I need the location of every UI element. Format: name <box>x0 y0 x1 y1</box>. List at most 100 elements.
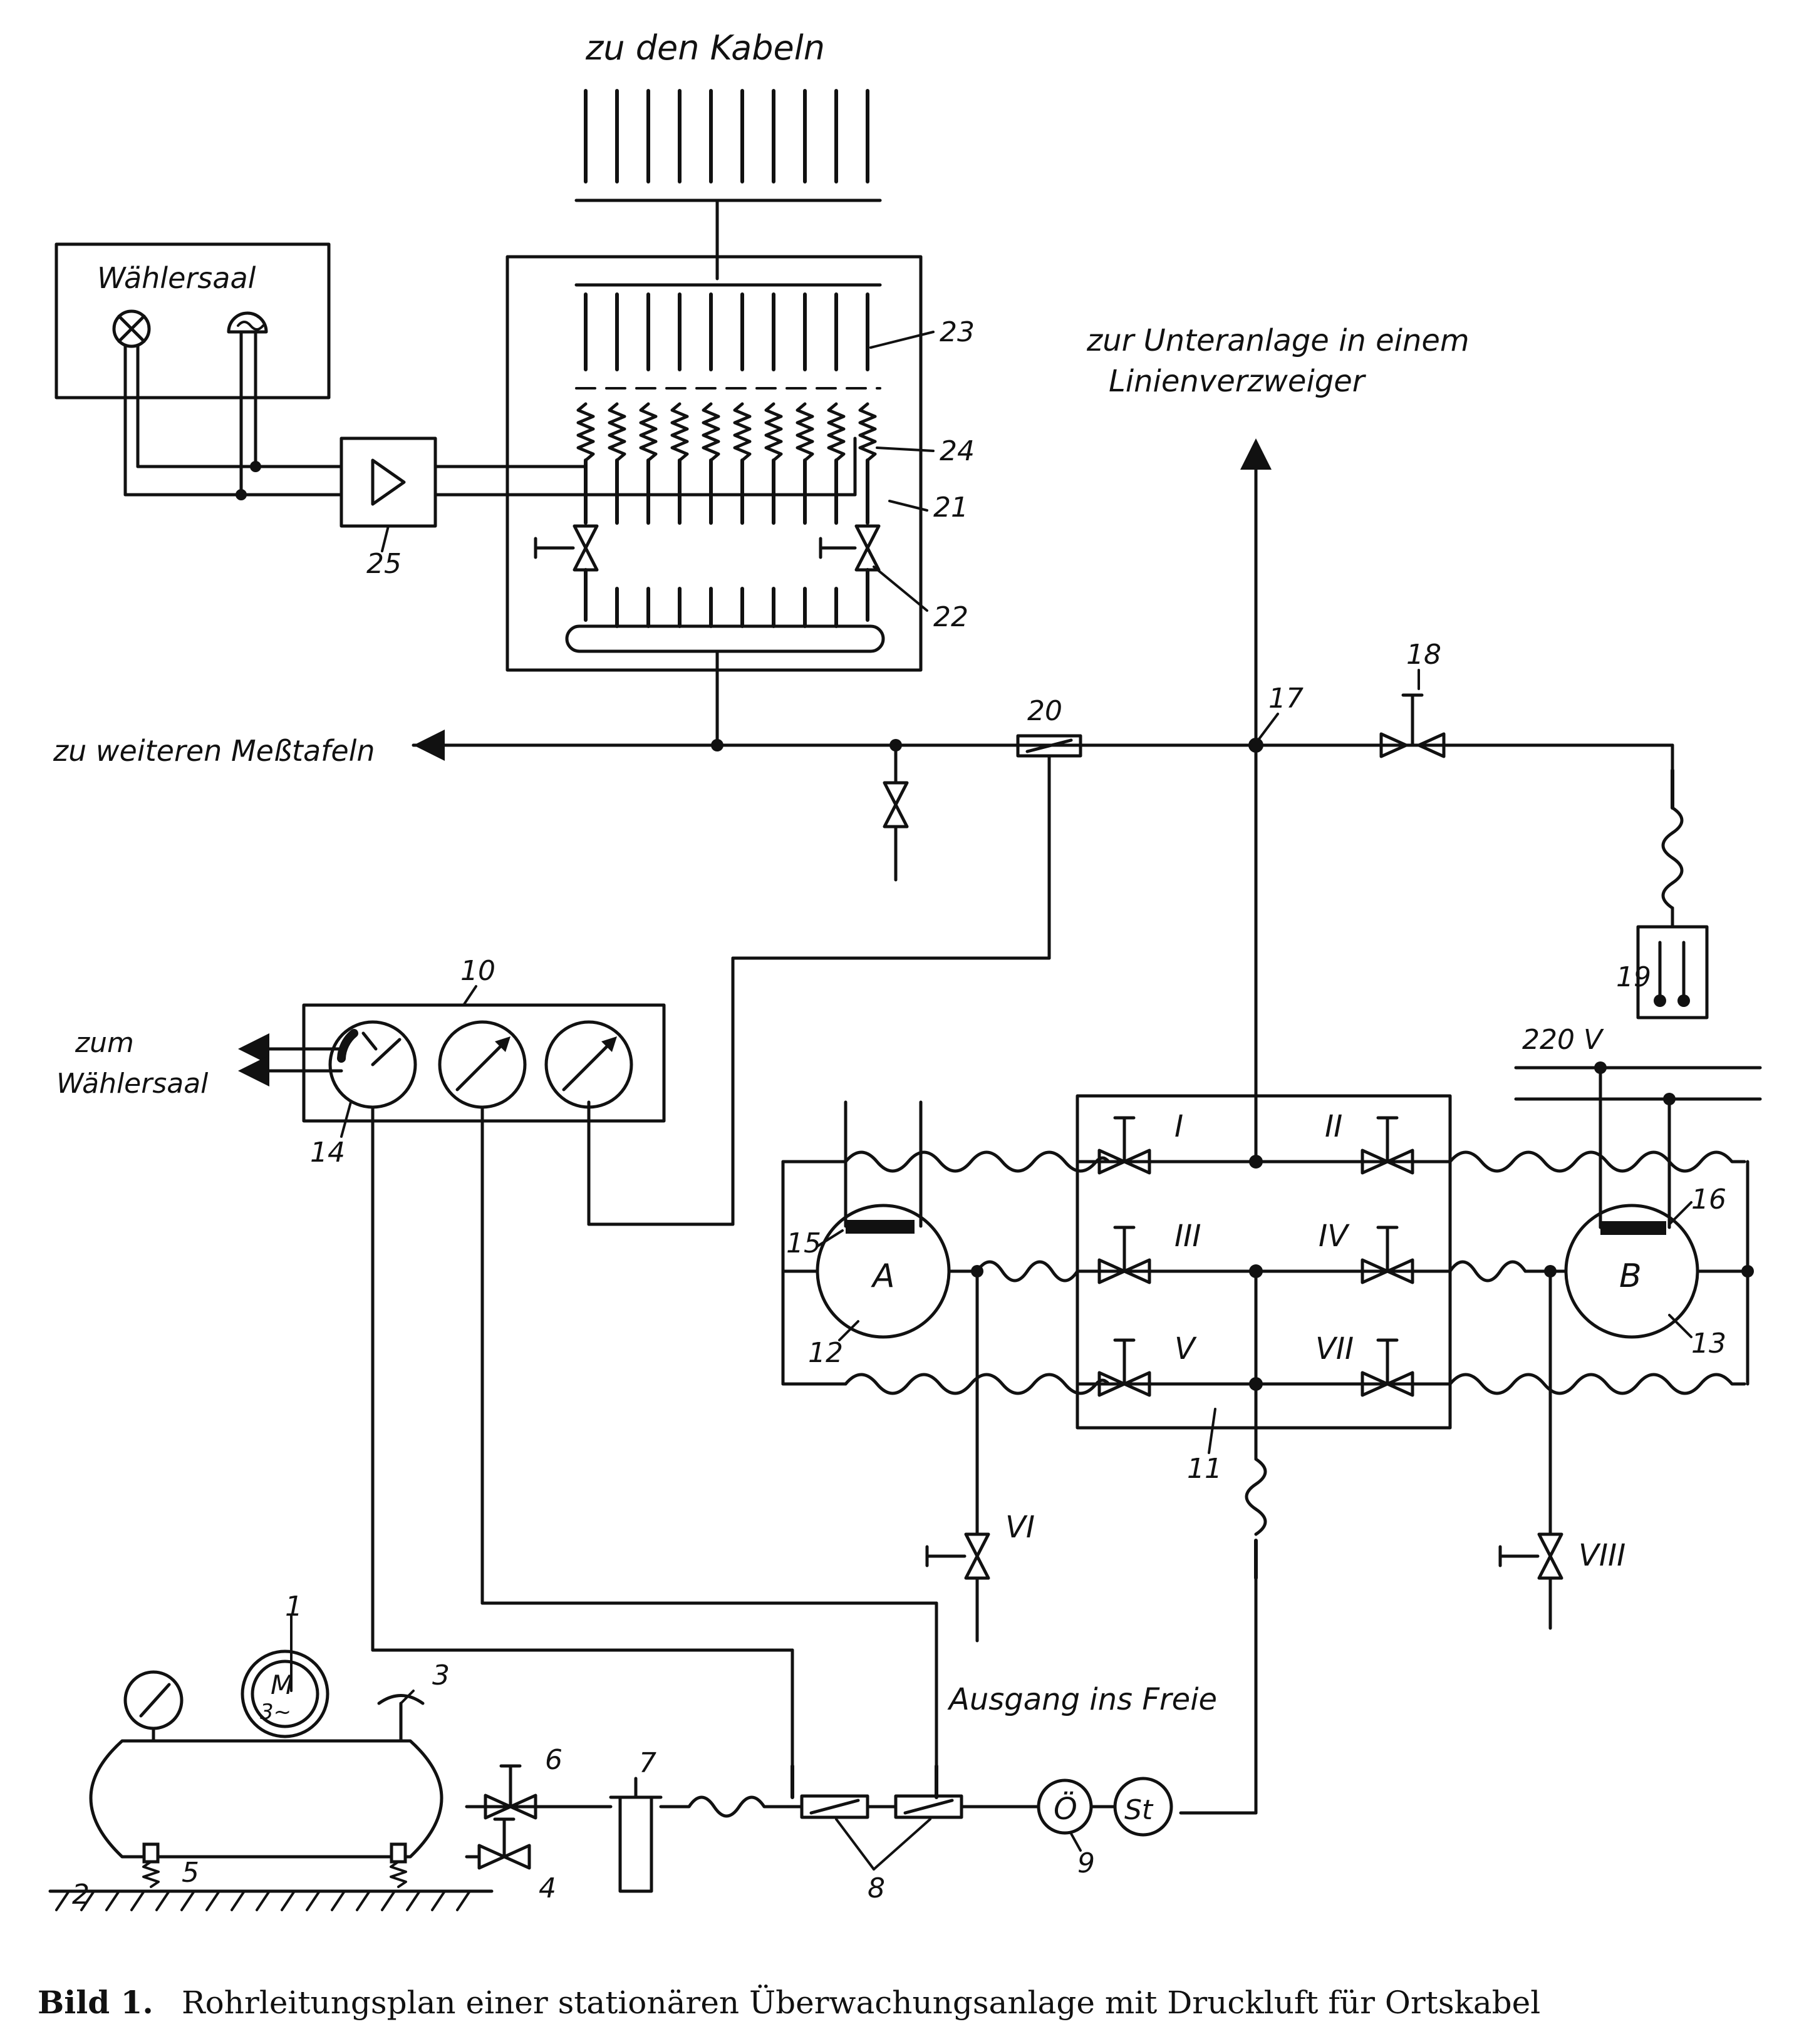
label-tank-A: A <box>871 1257 895 1295</box>
part-number-13: 13 <box>1691 1328 1726 1360</box>
label-selector-room: Wählersaal <box>97 261 256 295</box>
part-number-23: 23 <box>940 316 975 348</box>
label-voltage: 220 V <box>1522 1024 1604 1056</box>
valve-label-VIII: VIII <box>1578 1538 1625 1573</box>
label-dust-filter: St <box>1124 1794 1154 1826</box>
caption-prefix: Bild 1. <box>38 1984 153 2021</box>
lamp-icon <box>112 309 151 348</box>
part-number-1: 1 <box>285 1591 303 1623</box>
part-number-7: 7 <box>639 1747 656 1779</box>
part-number-3: 3 <box>432 1659 450 1691</box>
label-to-subsystem-line2: Linienverzweiger <box>1109 364 1367 399</box>
caption-text: Rohrleitungsplan einer stationären Überw… <box>182 1984 1540 2021</box>
label-exit-outside: Ausgang ins Freie <box>947 1682 1217 1717</box>
pressure-reducers-8 <box>800 1794 1039 1871</box>
valve-icon <box>534 524 599 572</box>
part-number-6: 6 <box>545 1744 562 1776</box>
label-to-subsystem-line1: zur Unteranlage in einem <box>1086 323 1470 358</box>
valve-block-11 <box>1076 1094 1452 1430</box>
compressor-tank-2 <box>48 1739 494 1893</box>
part-number-25: 25 <box>366 548 402 580</box>
cable-terminals-23 <box>574 283 882 390</box>
part-number-5: 5 <box>182 1857 199 1889</box>
valve-label-II: II <box>1325 1109 1342 1144</box>
dust-filter <box>1113 1777 1173 1837</box>
label-tank-B: B <box>1619 1257 1642 1295</box>
manifold-bar <box>565 587 885 747</box>
alarm-outputs <box>238 1033 343 1087</box>
part-number-12: 12 <box>808 1337 843 1369</box>
valve-icon <box>477 1817 531 1870</box>
valve-icon <box>1097 1116 1151 1175</box>
part-number-8: 8 <box>868 1872 885 1904</box>
part-number-20: 20 <box>1027 695 1062 727</box>
label-to-cables: zu den Kabeln <box>585 28 825 68</box>
motor-label-phase: 3~ <box>260 1700 291 1725</box>
label-to-selector-room-line1: zum <box>75 1027 134 1059</box>
hoses-tank-B <box>1448 1150 1746 1395</box>
label-oil-separator: Ö <box>1054 1792 1077 1827</box>
part-number-4: 4 <box>539 1872 556 1904</box>
hoses-tank-A <box>781 1150 1111 1395</box>
valve-icon <box>1361 1116 1414 1175</box>
valve-label-VII: VII <box>1315 1331 1354 1366</box>
valve-row-1 <box>1076 1116 1452 1175</box>
part-number-16: 16 <box>1691 1184 1726 1216</box>
valve-icon <box>1361 1338 1414 1397</box>
part-number-14: 14 <box>310 1137 345 1169</box>
selector-room-wiring <box>123 330 343 500</box>
part-number-21: 21 <box>933 492 968 524</box>
part-number-19: 19 <box>1616 961 1651 993</box>
valve-icon <box>819 524 881 572</box>
selector-room-box <box>54 242 331 400</box>
hose-to-19 <box>1661 743 1684 929</box>
oil-separator-9 <box>1037 1778 1117 1835</box>
ground-hatch <box>55 1890 471 1911</box>
contact-manometers-24 <box>576 402 877 525</box>
tank-B <box>1544 1066 1754 1536</box>
part-number-15: 15 <box>786 1227 821 1259</box>
horn-icon <box>227 311 268 334</box>
measuring-panel-21 <box>505 255 923 672</box>
valve-label-IV: IV <box>1319 1219 1350 1254</box>
safety-valve-3 <box>377 1690 425 1743</box>
hose-after-filter <box>659 1795 804 1818</box>
motor-icon <box>241 1614 329 1738</box>
part-number-10: 10 <box>460 955 495 987</box>
check-valve-20 <box>587 734 1082 1226</box>
valve-22-pair <box>534 524 881 622</box>
valve-icon <box>484 1764 537 1820</box>
valve-icon <box>1379 693 1446 758</box>
part-number-9: 9 <box>1077 1847 1095 1879</box>
valve-icon <box>883 743 909 882</box>
valve-label-III: III <box>1174 1219 1201 1254</box>
cable-bundle-top <box>574 89 882 281</box>
valve-label-VI: VI <box>1005 1510 1035 1545</box>
pressure-gauge-icon <box>123 1670 184 1743</box>
valve-icon <box>1361 1226 1414 1284</box>
label-to-other-boards: zu weiteren Meßtafeln <box>53 734 375 768</box>
part-number-24: 24 <box>940 435 975 467</box>
pressure-gauge-icon <box>438 1020 527 1109</box>
part-number-17: 17 <box>1268 683 1304 715</box>
label-to-selector-room-line2: Wählersaal <box>56 1068 209 1100</box>
valve-label-I: I <box>1174 1109 1183 1144</box>
motor-label-M: M <box>271 1670 293 1700</box>
valve-row-2 <box>1076 1226 1452 1284</box>
valve-icon <box>1498 1532 1563 1630</box>
pressure-gauge-icon <box>328 1020 417 1109</box>
amplifier-output-lines <box>433 436 857 497</box>
valve-icon <box>925 1532 990 1643</box>
thermometer-icon <box>1636 925 1709 1019</box>
part-number-2: 2 <box>72 1879 90 1911</box>
part-number-11: 11 <box>1187 1453 1222 1485</box>
valve-label-V: V <box>1174 1331 1197 1366</box>
part-number-18: 18 <box>1406 639 1441 671</box>
power-bus-220v <box>1514 1061 1762 1105</box>
valve-icon <box>1097 1338 1151 1397</box>
part-number-22: 22 <box>933 601 968 633</box>
pressure-gauge-icon <box>544 1020 633 1109</box>
amplifier-icon <box>340 436 437 528</box>
filter-7 <box>609 1777 663 1893</box>
